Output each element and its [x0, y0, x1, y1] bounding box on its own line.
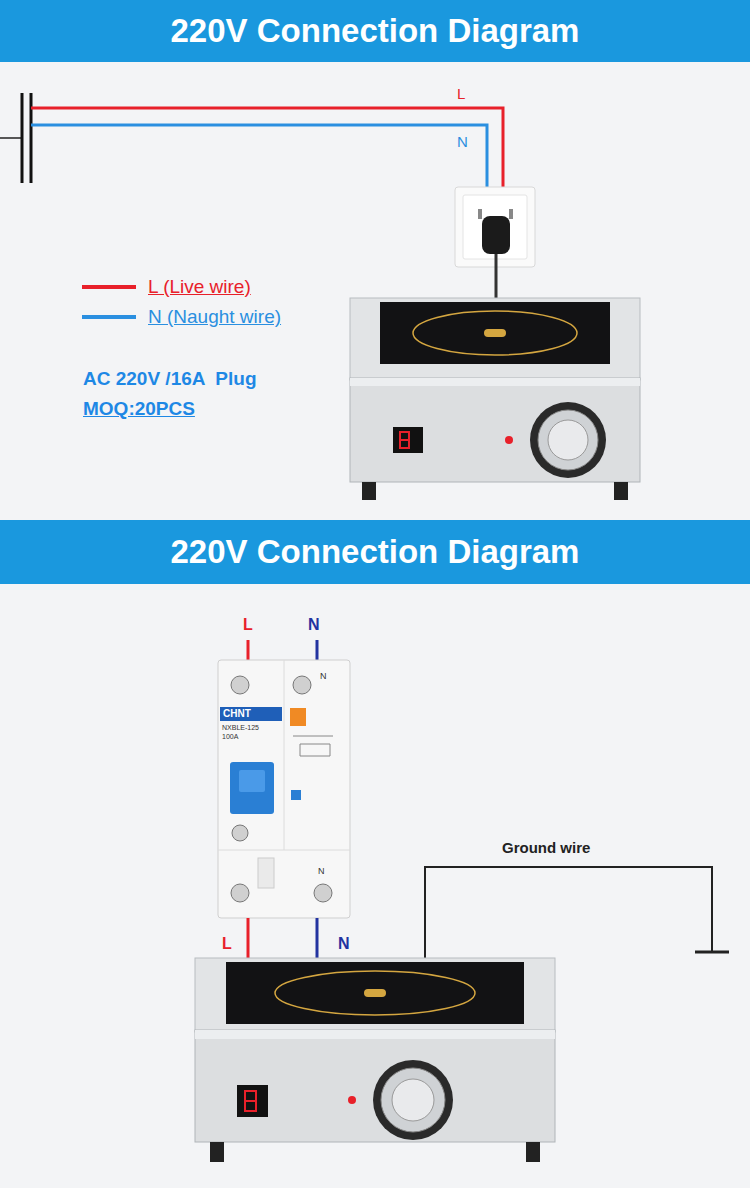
wire-label: L	[222, 935, 232, 953]
wire-label: N	[457, 134, 468, 151]
model-label: NXBLE-125	[222, 724, 259, 732]
legend-swatch	[82, 285, 136, 289]
brand-label: CHNT	[223, 708, 251, 719]
wire-label: L	[243, 616, 253, 634]
wire-label: L	[457, 86, 465, 103]
legend-row: N (Naught wire)	[82, 306, 281, 328]
band-title: 220V Connection Diagram	[171, 12, 580, 50]
wire-label: N	[338, 935, 350, 953]
wire-label: N	[308, 616, 320, 634]
legend-swatch	[82, 315, 136, 319]
spec-note: AC 220V /16A Plug	[83, 369, 257, 390]
rating-label: 100A	[222, 733, 238, 741]
ground-label: Ground wire	[502, 840, 590, 857]
terminal-label: N	[318, 867, 325, 877]
title-band: 220V Connection Diagram	[0, 0, 750, 62]
legend-text: N (Naught wire)	[148, 306, 281, 328]
moq-note: MOQ:20PCS	[83, 399, 195, 420]
legend-text: L (Live wire)	[148, 276, 251, 298]
terminal-label: N	[320, 672, 327, 682]
title-band: 220V Connection Diagram	[0, 520, 750, 584]
legend-row: L (Live wire)	[82, 276, 251, 298]
band-title: 220V Connection Diagram	[171, 533, 580, 571]
